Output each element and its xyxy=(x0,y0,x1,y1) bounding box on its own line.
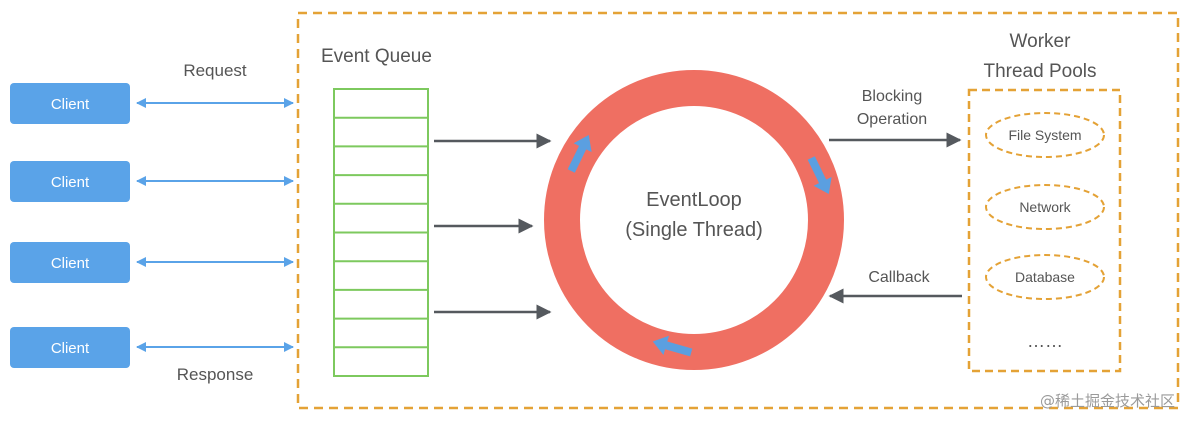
client-label: Client xyxy=(51,340,90,357)
event-loop-ring xyxy=(544,70,844,370)
pool-more-ellipsis: …… xyxy=(1027,331,1063,351)
client-node[interactable]: Client xyxy=(10,161,130,202)
rotation-arrow-icon xyxy=(807,156,832,194)
client-label: Client xyxy=(51,255,90,272)
blocking-label: Blocking xyxy=(862,88,922,105)
client-node[interactable]: Client xyxy=(10,242,130,283)
callback-label: Callback xyxy=(868,269,930,286)
event-loop-sublabel: (Single Thread) xyxy=(625,219,762,241)
blocking-sublabel: Operation xyxy=(857,111,927,128)
pool-item-oval[interactable] xyxy=(985,184,1105,230)
event-loop-label: EventLoop xyxy=(646,189,742,211)
pool-item-label: Network xyxy=(1019,199,1071,215)
client-box[interactable] xyxy=(10,161,130,202)
response-label: Response xyxy=(177,365,254,384)
client-label: Client xyxy=(51,174,90,191)
pool-item-label: File System xyxy=(1008,127,1081,143)
pool-item-oval[interactable] xyxy=(985,254,1105,300)
client-list: Client Client Client Client xyxy=(10,83,130,368)
loop-rotation-arrows xyxy=(567,135,832,357)
client-node[interactable]: Client xyxy=(10,83,130,124)
rotation-arrow-icon xyxy=(652,335,693,357)
watermark: @稀土掘金技术社区 xyxy=(1040,392,1175,410)
client-label: Client xyxy=(51,96,90,113)
queue-to-loop-arrows xyxy=(434,133,552,320)
client-node[interactable]: Client xyxy=(10,327,130,368)
thread-pool-box xyxy=(967,88,1122,373)
rotation-arrow-icon xyxy=(567,135,592,173)
server-boundary xyxy=(296,11,1180,410)
worker-title: Worker xyxy=(1010,31,1072,52)
request-label: Request xyxy=(183,61,247,80)
pool-item-label: Database xyxy=(1015,269,1075,285)
pool-item-oval[interactable] xyxy=(985,112,1105,158)
client-arrows xyxy=(136,98,294,352)
thread-pool-items: File System Network Database …… xyxy=(985,112,1105,351)
event-queue xyxy=(333,88,429,377)
client-box[interactable] xyxy=(10,242,130,283)
client-box[interactable] xyxy=(10,327,130,368)
event-queue-title: Event Queue xyxy=(321,46,432,67)
pool-item[interactable]: File System xyxy=(985,112,1105,158)
pool-item[interactable]: Database xyxy=(985,254,1105,300)
client-box[interactable] xyxy=(10,83,130,124)
pool-item[interactable]: Network xyxy=(985,184,1105,230)
worker-subtitle: Thread Pools xyxy=(983,61,1096,82)
